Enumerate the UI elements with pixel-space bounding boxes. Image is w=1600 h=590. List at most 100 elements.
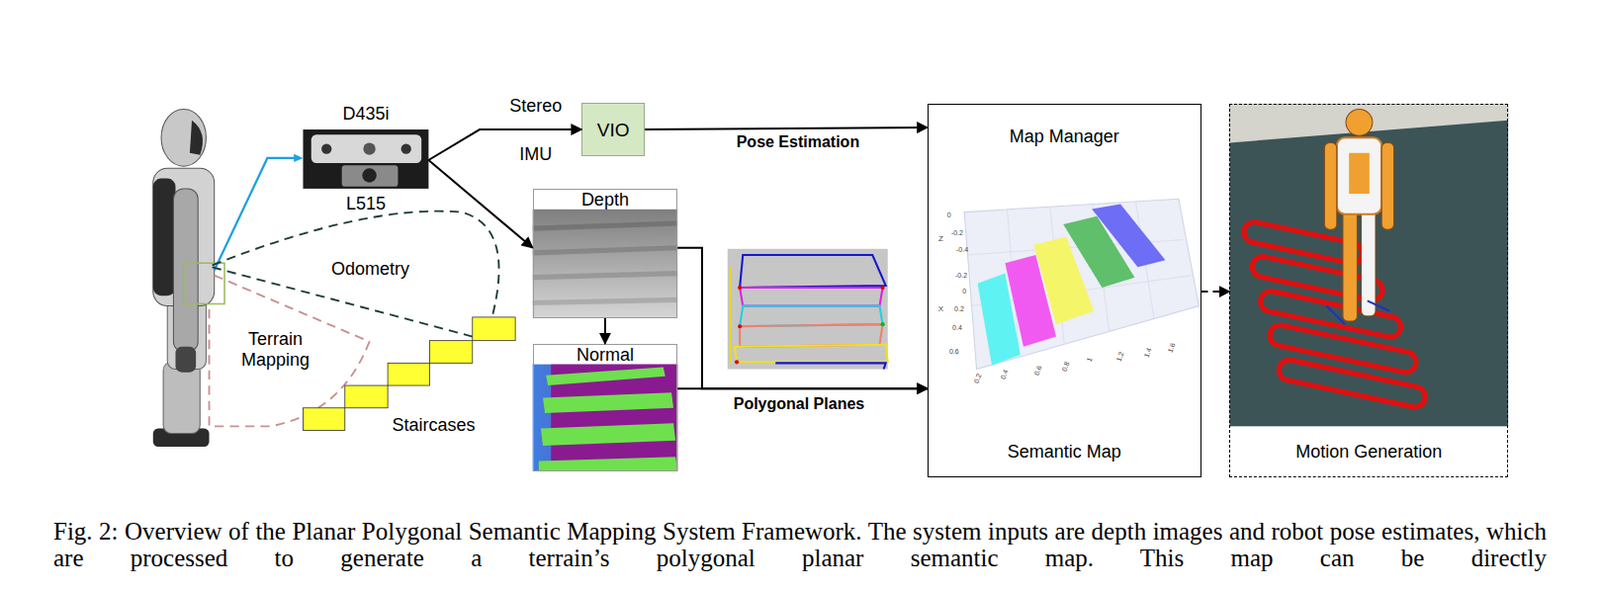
axis-tick: 0.6	[949, 348, 960, 356]
robot-arm	[173, 188, 198, 353]
robot-arm	[1381, 142, 1394, 230]
axis-name: Z	[938, 235, 944, 245]
axis-tick: -0.4	[956, 246, 969, 255]
image-header	[533, 344, 679, 365]
staircase	[302, 317, 516, 432]
vertex-dot	[881, 322, 886, 327]
footstep-loop	[1276, 357, 1427, 410]
depth-band	[533, 248, 679, 254]
normal-bands	[538, 366, 678, 471]
axis-name: X	[938, 304, 944, 314]
node-label: Motion Generation	[1230, 442, 1508, 462]
normal-band	[540, 423, 676, 446]
camera-lens	[321, 143, 332, 154]
axis-tick: 0.6	[1033, 364, 1045, 377]
stair-step	[472, 317, 516, 342]
flow-arrow	[428, 129, 582, 161]
normal-band	[542, 392, 674, 414]
robot-head	[1345, 108, 1373, 136]
object-label: Staircases	[392, 415, 476, 437]
polygon-image	[727, 249, 889, 370]
robot-hand	[175, 347, 196, 373]
axis-tick: 0.2	[972, 372, 983, 385]
plane-outline	[729, 266, 732, 363]
axis-tick: 0.4	[999, 368, 1011, 381]
axis-tick: 1	[1085, 356, 1095, 363]
stair-step	[345, 385, 388, 409]
vertex-dot	[734, 359, 739, 364]
footstep-loop	[1267, 323, 1419, 375]
robot-chest	[1348, 153, 1370, 194]
stair-step	[429, 341, 472, 364]
node-label: D435i	[302, 103, 429, 124]
vertex-dot	[737, 324, 742, 329]
node-label: Semantic Map	[928, 442, 1201, 462]
camera-lens	[361, 168, 376, 182]
signal-name: IMU	[519, 143, 552, 165]
axis-tick: 0	[962, 287, 967, 296]
image-panel: Normal	[533, 344, 679, 472]
robot-arm	[1324, 142, 1336, 230]
depth-band	[533, 299, 679, 303]
stair-step	[302, 408, 345, 432]
image-panel: Depth	[533, 188, 679, 319]
axis-tick: -0.2	[951, 229, 964, 238]
robot-torso	[1336, 137, 1382, 214]
robot-face	[189, 120, 203, 156]
flow-arrow	[428, 160, 533, 249]
camera-body	[311, 134, 422, 164]
axis-tick: 1.6	[1165, 342, 1177, 355]
axis-tick: 0	[947, 211, 952, 220]
node-label: Map Manager	[928, 126, 1201, 147]
depth-image	[533, 188, 679, 319]
plane-outline	[739, 255, 887, 288]
edge-label: Polygonal Planes	[733, 394, 865, 413]
flow-arrow	[677, 387, 928, 390]
plane-outline	[739, 324, 883, 348]
axis-tick: -0.2	[955, 271, 968, 280]
process-box: VIO	[581, 102, 645, 157]
region-label: Odometry	[331, 259, 410, 280]
polygon-bg	[727, 249, 889, 370]
robot-shin	[163, 361, 200, 434]
node-label: VIO	[582, 120, 644, 141]
robot-leg	[1361, 209, 1376, 317]
axis-tick: 0.2	[954, 305, 965, 314]
camera-lens	[401, 143, 412, 154]
manager-box: Map ManagerSemantic Map	[927, 103, 1202, 478]
plot-floor	[964, 198, 1199, 369]
camera-photo	[302, 129, 429, 189]
humanoid-robot	[153, 108, 225, 447]
photo-bg	[302, 129, 429, 189]
depth-band	[533, 273, 679, 278]
flow-arrow	[644, 127, 928, 130]
plane-outline	[739, 306, 883, 328]
sim-robot	[1324, 108, 1394, 325]
robot-back	[153, 178, 177, 297]
axis-tick: 0.8	[1061, 361, 1072, 374]
axis-tick: 1.4	[1142, 347, 1154, 359]
node-label: L515	[302, 193, 429, 214]
image-header	[533, 188, 679, 210]
odometry-field	[212, 211, 500, 319]
semantic-plot	[964, 198, 1199, 369]
plane-patch	[1091, 203, 1165, 267]
normal-band	[538, 456, 678, 471]
robot-leg	[1342, 209, 1357, 323]
edge-label: Pose Estimation	[736, 133, 860, 152]
output-box: Motion Generation	[1229, 103, 1509, 478]
vertex-dot	[737, 285, 742, 290]
flow-arrow	[677, 248, 928, 389]
plane-outline	[739, 287, 883, 307]
plane-outline	[775, 362, 886, 369]
node-label: Depth	[533, 189, 678, 210]
plane-outline	[734, 345, 889, 363]
sim-floor	[1229, 103, 1509, 427]
flow-arrow	[1201, 290, 1231, 293]
footstep-loops	[1242, 220, 1427, 410]
region-label: Terrain Mapping	[229, 329, 322, 370]
vertex-dot	[881, 285, 886, 290]
